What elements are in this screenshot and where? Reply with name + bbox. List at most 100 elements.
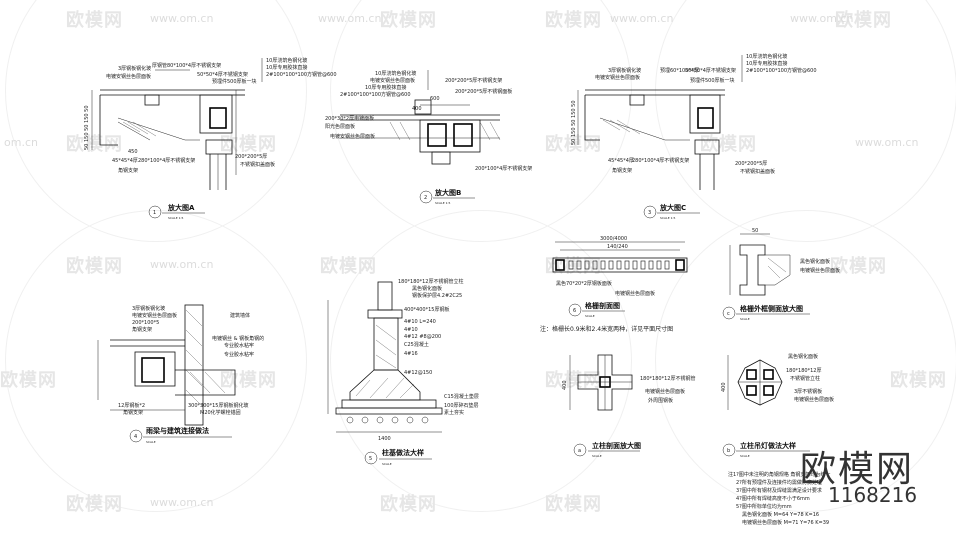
watermark-logo: 欧模网: [830, 256, 887, 277]
svg-text:50*50*4厚不锈钢支架: 50*50*4厚不锈钢支架: [685, 67, 736, 74]
svg-text:400: 400: [721, 382, 727, 392]
svg-text:50: 50: [752, 228, 758, 234]
svg-text:5?图中所标单位均为mm: 5?图中所标单位均为mm: [736, 503, 792, 510]
svg-text:2#100*100*100方钢管@600: 2#100*100*100方钢管@600: [340, 91, 411, 98]
watermark-url: om.cn: [4, 136, 38, 149]
svg-text:电镀安钢丝色层面板: 电镀安钢丝色层面板: [595, 74, 640, 81]
detail-6: 3000/4000 140/240 黑色70*20*2厚钢板面板: [540, 236, 688, 333]
svg-text:C15混凝土垫层: C15混凝土垫层: [444, 393, 479, 400]
watermark-logo: 欧模网: [220, 370, 277, 391]
svg-text:注1?图中未注明的角钢规格 角钢支架均为统一: 注1?图中未注明的角钢规格 角钢支架均为统一: [728, 471, 830, 478]
detail-4: 3厚钢板钢化玻 电镀安钢丝色层面板 200*100*5 角钢支架 建筑墙体 电镀…: [97, 304, 264, 444]
svg-text:180*180*12厚不锈钢管: 180*180*12厚不锈钢管: [640, 375, 695, 382]
watermark-logo: 欧模网: [66, 10, 123, 31]
svg-text:2#100*100*100方钢管@600: 2#100*100*100方钢管@600: [746, 67, 817, 74]
svg-text:100厚碎石垫层: 100厚碎石垫层: [444, 402, 479, 409]
watermark-logo: 欧模网: [545, 134, 602, 155]
svg-text:格栅外框侧面放大图: 格栅外框侧面放大图: [740, 304, 803, 313]
detail-2: 600 400 10厚浇筑色钢化玻 电镀安钢丝色层面板 200*200*5厚不锈…: [325, 70, 532, 205]
watermark-logo: 欧模网: [0, 370, 57, 391]
svg-text:4#10 L=240: 4#10 L=240: [404, 319, 436, 325]
svg-text:SCALE: SCALE: [382, 462, 392, 466]
grille-slats: [568, 260, 670, 270]
watermark-url: www.om.cn: [150, 258, 214, 271]
svg-text:不锈钢扣盖面板: 不锈钢扣盖面板: [740, 168, 775, 175]
watermark-url: www.om.cn: [610, 12, 674, 25]
svg-text:45*45*4厚: 45*45*4厚: [112, 158, 138, 164]
svg-text:雨梁与建筑连接做法: 雨梁与建筑连接做法: [146, 426, 209, 435]
model-id: 1168216: [828, 483, 917, 507]
svg-text:300*300*15厚钢板钢化玻: 300*300*15厚钢板钢化玻: [188, 402, 248, 409]
svg-text:400*400*15厚钢板: 400*400*15厚钢板: [404, 306, 449, 313]
detail-5: 1400 180*180*12厚不锈钢管立柱 黑色钢化面板 钢板保护层4.2#2…: [327, 278, 479, 466]
svg-text:6: 6: [573, 308, 576, 314]
svg-text:钢板保护层4.2#2C25: 钢板保护层4.2#2C25: [412, 292, 462, 299]
svg-text:1: 1: [153, 210, 156, 216]
watermark-ring: [655, 210, 956, 512]
svg-text:10厚浇筑色钢化玻: 10厚浇筑色钢化玻: [746, 53, 787, 60]
svg-text:3厚不锈钢板: 3厚不锈钢板: [794, 388, 822, 395]
svg-text:50 150 50 150 50: 50 150 50 150 50: [571, 100, 577, 145]
svg-text:电镀钢丝色层面板 M=71 Y=76 K=39: 电镀钢丝色层面板 M=71 Y=76 K=39: [742, 519, 829, 526]
svg-text:SCALE 1:5: SCALE 1:5: [660, 216, 675, 220]
svg-text:1400: 1400: [378, 436, 391, 442]
svg-text:400: 400: [562, 380, 568, 390]
svg-text:电镀安钢丝色层面板: 电镀安钢丝色层面板: [330, 133, 375, 140]
svg-text:SCALE: SCALE: [146, 440, 156, 444]
svg-text:SCALE: SCALE: [592, 454, 602, 458]
svg-text:格栅剖面图: 格栅剖面图: [585, 301, 620, 310]
watermark-logo: 欧模网: [700, 134, 757, 155]
svg-text:电镀钢丝色层面板: 电镀钢丝色层面板: [615, 290, 655, 297]
watermark-logo: 欧模网: [320, 256, 377, 277]
svg-text:专业胶水粘牢: 专业胶水粘牢: [224, 342, 254, 349]
svg-text:10厚专用胶抹直接: 10厚专用胶抹直接: [746, 60, 787, 67]
watermark-logo: 欧模网: [66, 256, 123, 277]
svg-text:素土夯实: 素土夯实: [444, 409, 464, 416]
model-id-prefix: 1: [828, 483, 841, 507]
detail-3: 50 150 50 150 50 3厚钢板钢化玻 电镀安钢丝色层面板 预埋60*…: [571, 53, 817, 220]
svg-text:4#16: 4#16: [404, 351, 418, 357]
svg-text:放大图C: 放大图C: [659, 203, 686, 212]
svg-text:2?所有预埋件及连接件均需做防腐处理: 2?所有预埋件及连接件均需做防腐处理: [736, 479, 822, 486]
svg-text:600: 600: [430, 96, 440, 102]
svg-text:黑色钢化面板: 黑色钢化面板: [800, 258, 830, 265]
svg-text:3厚钢板钢化玻: 3厚钢板钢化玻: [118, 65, 151, 72]
watermark-url: www.om.cn: [150, 496, 214, 509]
svg-text:角钢支架: 角钢支架: [132, 326, 152, 333]
svg-text:SCALE 1:5: SCALE 1:5: [168, 216, 183, 220]
svg-text:45*45*4厚: 45*45*4厚: [608, 158, 634, 164]
detail-1: 50 150 50 150 50 450 3厚钢板钢化玻 电镀安钢丝色层面板 厚…: [84, 57, 337, 220]
watermark-logo: 欧模网: [545, 494, 602, 515]
svg-text:3厚钢板钢化玻: 3厚钢板钢化玻: [132, 305, 165, 312]
svg-text:注：格栅长0.9米和2.4米宽两种，详见平面尺寸图: 注：格栅长0.9米和2.4米宽两种，详见平面尺寸图: [540, 325, 673, 333]
brand-logo: 欧模网: [800, 449, 915, 490]
svg-text:黑色钢化面板: 黑色钢化面板: [788, 353, 818, 360]
svg-text:角钢支架: 角钢支架: [123, 409, 143, 416]
svg-text:200*30*2厚电镀面板: 200*30*2厚电镀面板: [325, 115, 374, 122]
svg-text:C25混凝土: C25混凝土: [404, 341, 429, 348]
svg-text:200*200*5厚不锈钢支架: 200*200*5厚不锈钢支架: [445, 77, 502, 84]
svg-text:立柱剖面放大图: 立柱剖面放大图: [592, 441, 641, 450]
svg-text:黑色70*20*2厚钢板面板: 黑色70*20*2厚钢板面板: [556, 280, 612, 287]
watermark-logo: 欧模网: [66, 494, 123, 515]
svg-text:电镀钢丝色层面板: 电镀钢丝色层面板: [800, 267, 840, 274]
svg-text:400: 400: [412, 106, 422, 112]
svg-text:预埋件500厚板一块: 预埋件500厚板一块: [212, 78, 257, 85]
watermark-logo: 欧模网: [545, 10, 602, 31]
watermark-url: www.om.cn: [855, 136, 919, 149]
svg-text:280*100*4厚不锈钢支架: 280*100*4厚不锈钢支架: [632, 157, 689, 164]
svg-text:预埋件500厚板一块: 预埋件500厚板一块: [690, 77, 735, 84]
svg-text:5: 5: [369, 456, 372, 462]
svg-text:2: 2: [424, 195, 427, 201]
svg-text:12厚钢板*2: 12厚钢板*2: [118, 402, 145, 409]
svg-text:电镀安钢丝色层面板: 电镀安钢丝色层面板: [132, 312, 177, 319]
watermark-logo: 欧模网: [380, 494, 437, 515]
svg-text:电镀钢丝色层面板: 电镀钢丝色层面板: [645, 388, 685, 395]
svg-text:10厚专用胶抹直接: 10厚专用胶抹直接: [365, 84, 406, 91]
svg-text:3000/4000: 3000/4000: [600, 236, 627, 242]
svg-text:厚钢管80*100*4厚不锈钢支架: 厚钢管80*100*4厚不锈钢支架: [152, 62, 221, 69]
watermark-logo: 欧模网: [220, 134, 277, 155]
watermark-url: www.om.cn: [790, 12, 854, 25]
svg-text:不锈钢扣盖面板: 不锈钢扣盖面板: [240, 161, 275, 168]
